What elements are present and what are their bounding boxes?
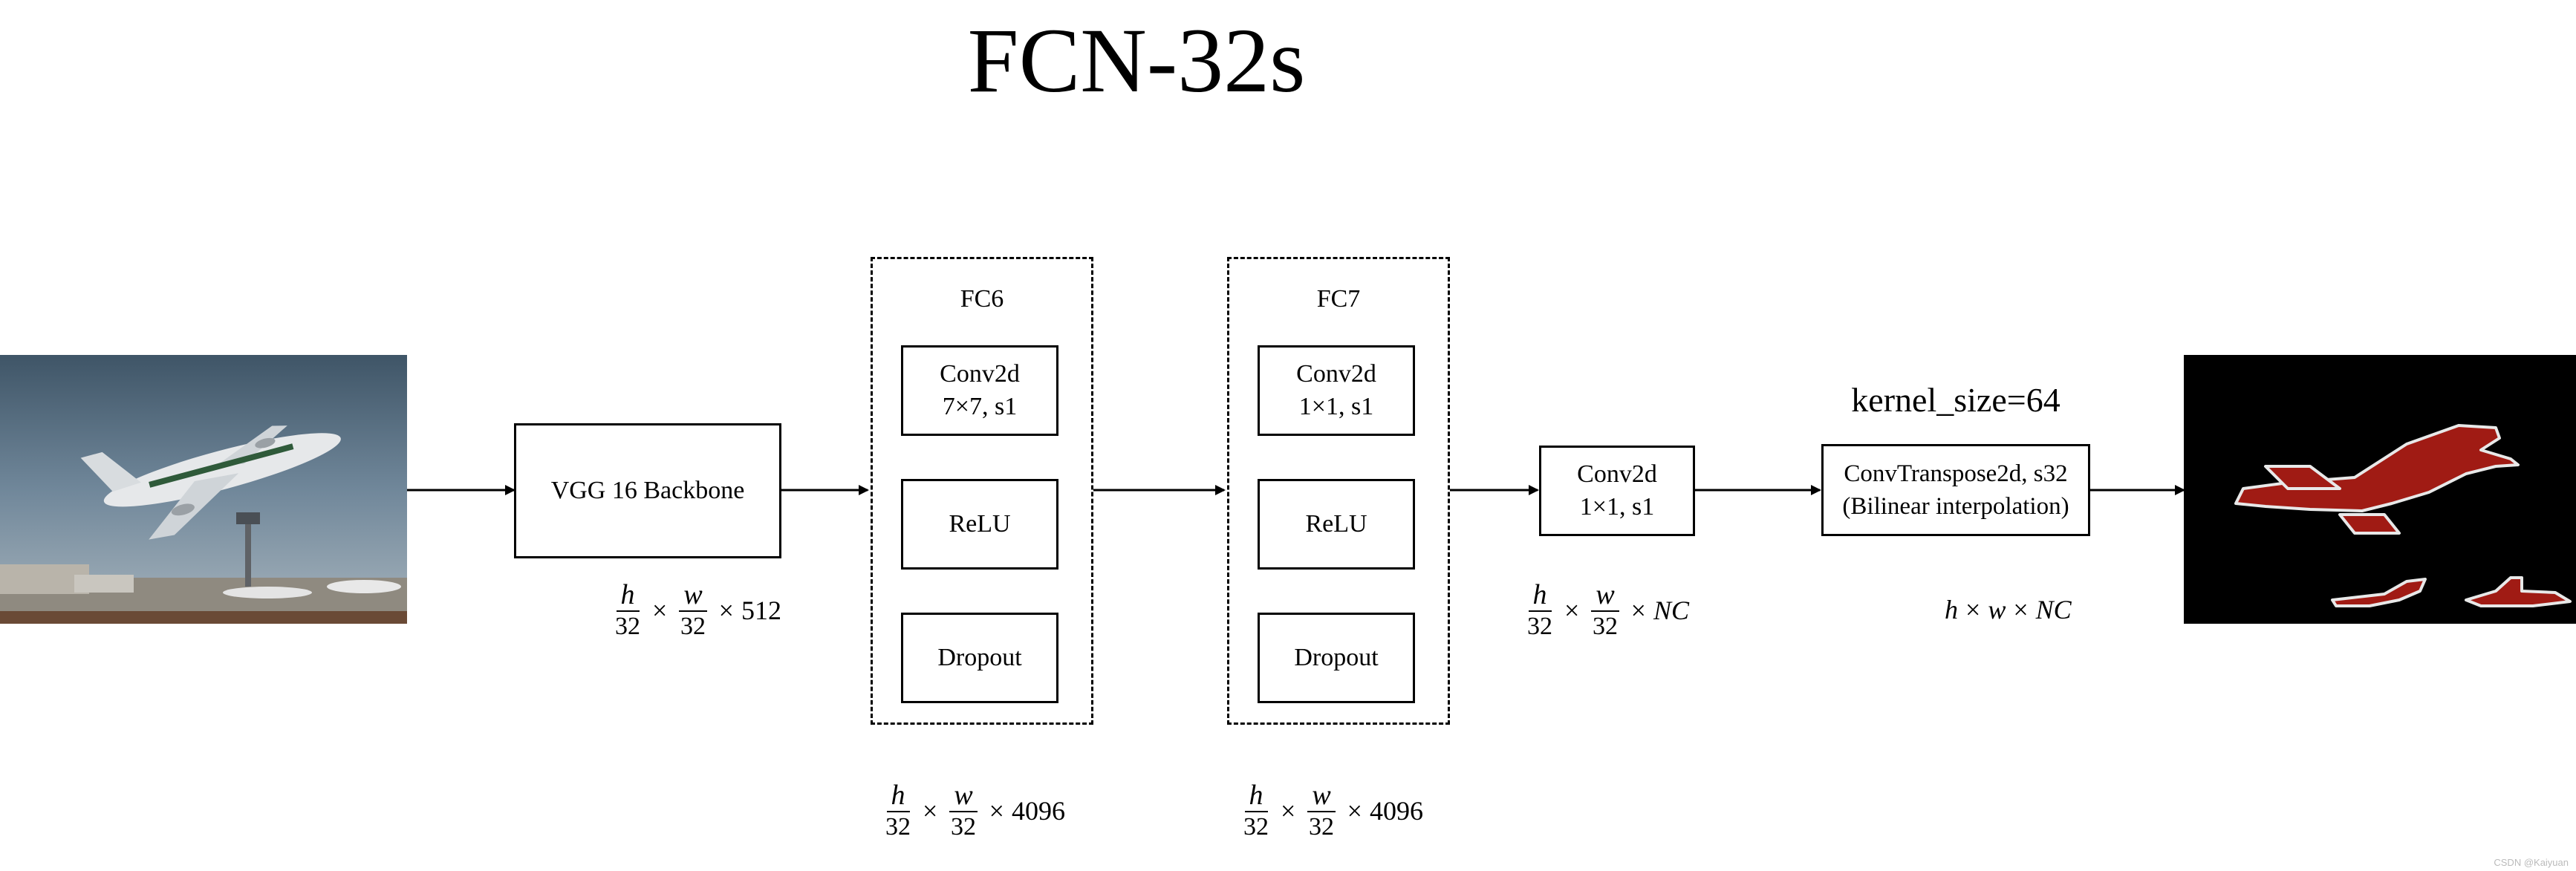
upsample-line1: ConvTranspose2d, s32 xyxy=(1844,460,2068,487)
fc6-label: FC6 xyxy=(960,285,1004,313)
fc7-conv-line1: Conv2d xyxy=(1296,360,1376,388)
fc7-label: FC7 xyxy=(1316,285,1361,313)
dim-channels: 4096 xyxy=(1011,796,1065,826)
dim-channels: NC xyxy=(2035,595,2072,624)
diagram-title: FCN-32s xyxy=(967,10,1306,111)
kernel-size-label: kernel_size=64 xyxy=(1851,381,2061,419)
fc7-group xyxy=(1227,257,1450,725)
output-segmentation-mask xyxy=(2184,355,2576,624)
fc6-dropout-block: Dropout xyxy=(901,613,1058,703)
fc7-relu-label: ReLU xyxy=(1305,510,1367,538)
backbone-label: VGG 16 Backbone xyxy=(550,477,745,504)
dim-channels: 512 xyxy=(741,596,781,625)
fc7-relu-block: ReLU xyxy=(1258,479,1415,570)
fc6-conv-line1: Conv2d xyxy=(940,360,1020,388)
classifier-line1: Conv2d xyxy=(1577,460,1657,488)
fc6-group xyxy=(871,257,1093,725)
segmentation-mask-icon xyxy=(2234,424,2572,607)
fc6-relu-block: ReLU xyxy=(901,479,1058,570)
upsample-block: ConvTranspose2d, s32 (Bilinear interpola… xyxy=(1821,444,2090,536)
fc7-dropout-label: Dropout xyxy=(1294,644,1379,671)
fc6-relu-label: ReLU xyxy=(949,510,1011,538)
fc6-dropout-label: Dropout xyxy=(937,644,1022,671)
fc7-dropout-block: Dropout xyxy=(1258,613,1415,703)
airplane-photo-icon xyxy=(0,355,407,624)
classifier-conv-block: Conv2d 1×1, s1 xyxy=(1539,446,1695,536)
fc7-conv-line2: 1×1, s1 xyxy=(1298,393,1374,420)
fc6-conv-line2: 7×7, s1 xyxy=(942,393,1018,420)
fc7-conv-block: Conv2d 1×1, s1 xyxy=(1258,345,1415,436)
dim-channels: 4096 xyxy=(1369,796,1423,826)
classifier-line2: 1×1, s1 xyxy=(1579,493,1655,521)
upsample-line2: (Bilinear interpolation) xyxy=(1842,493,2069,520)
backbone-block: VGG 16 Backbone xyxy=(514,423,781,558)
fc6-conv-block: Conv2d 7×7, s1 xyxy=(901,345,1058,436)
dim-output: h × w × NC xyxy=(1945,595,2072,624)
watermark: CSDN @Kaiyuan xyxy=(2494,857,2569,868)
dim-channels: NC xyxy=(1653,596,1690,625)
input-image xyxy=(0,355,407,624)
